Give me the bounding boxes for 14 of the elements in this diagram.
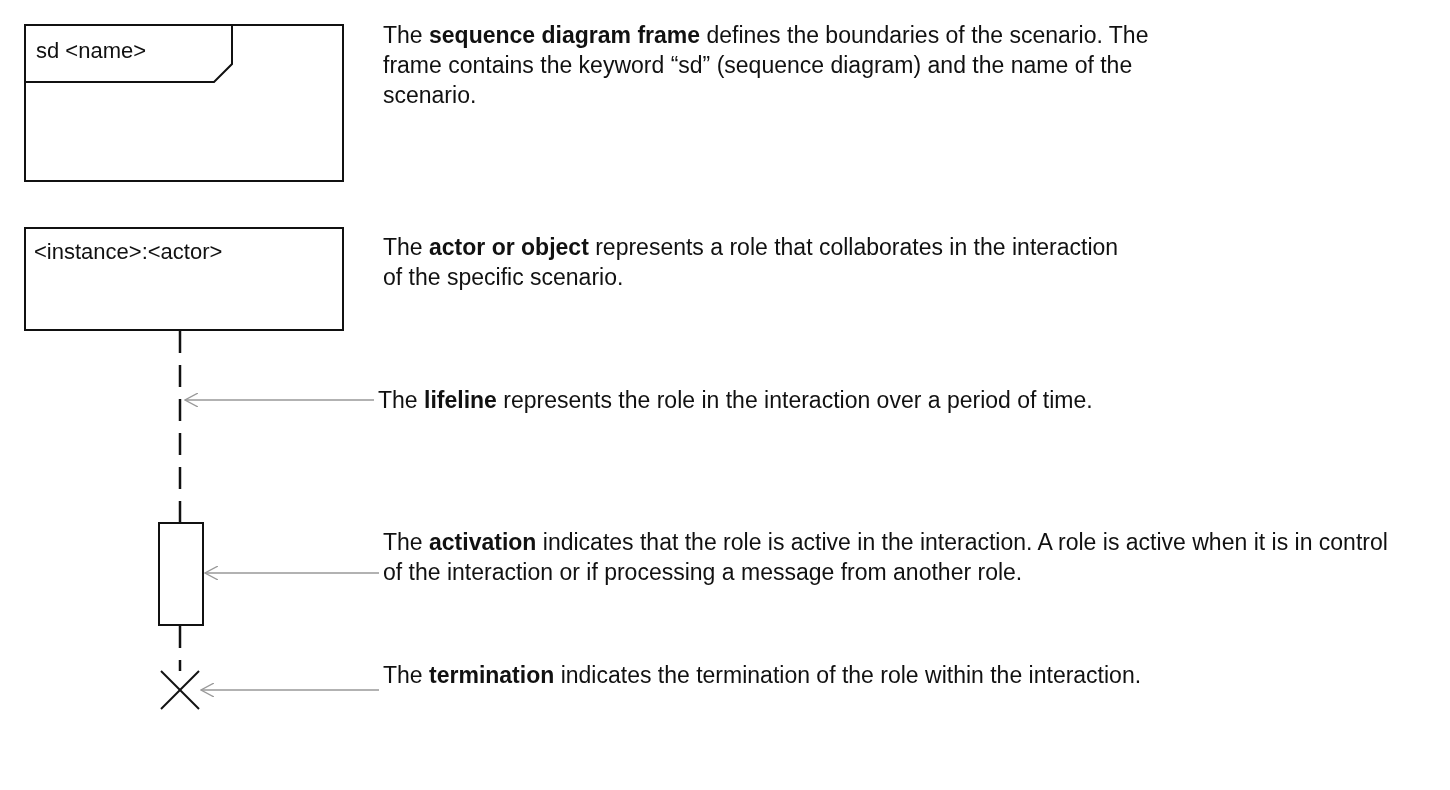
description-text: The lifeline represents the role in the interaction over a period of time. bbox=[378, 385, 1448, 415]
description-text: The actor or object represents a role that collaborates in the interaction of the specific scenario. bbox=[383, 233, 1120, 292]
description-text: The sequence diagram frame defines the boundaries of the scenario. The frame contains the keyword “sd” (sequence diagram) and the name of the scenario. bbox=[383, 21, 1150, 110]
actor-box: <instance>:<actor> bbox=[24, 227, 344, 331]
frame-name: sd <name> bbox=[36, 38, 147, 64]
lifeline bbox=[176, 331, 184, 671]
description-text: The termination indicates the termination of the role within the interaction. bbox=[383, 660, 1143, 690]
frame-box bbox=[24, 24, 344, 182]
activation-bar bbox=[158, 522, 204, 626]
leader-arrow bbox=[184, 392, 375, 408]
leader-arrow bbox=[200, 682, 380, 698]
description-text: The activation indicates that the role is active in the interaction. A role is active when it is in control of the interaction or if processing a message from another role. bbox=[383, 527, 1413, 587]
termination-cross bbox=[160, 670, 200, 710]
leader-arrow bbox=[204, 565, 380, 581]
